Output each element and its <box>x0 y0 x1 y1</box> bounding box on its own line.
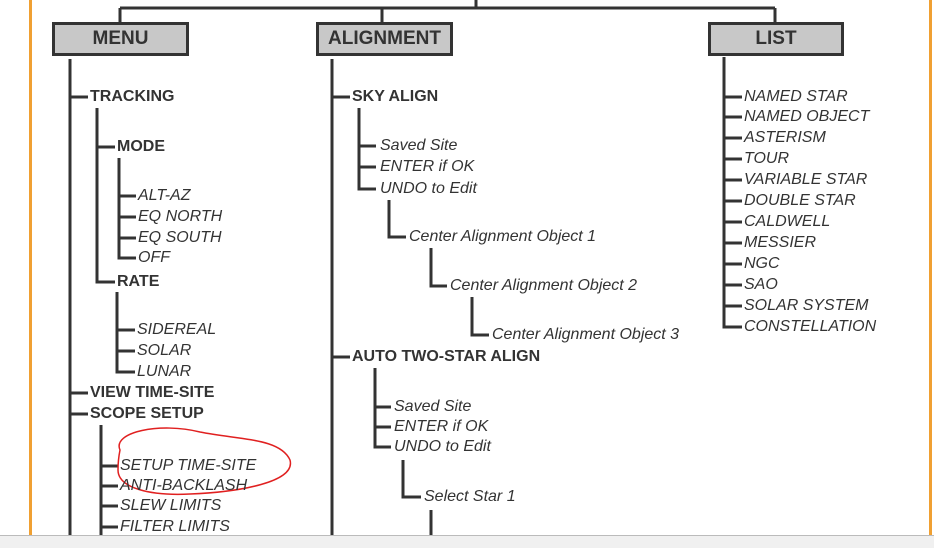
scope-setup-option: FILTER LIMITS <box>120 518 230 535</box>
list-item: CONSTELLATION <box>744 318 877 335</box>
list-item: ASTERISM <box>744 129 826 146</box>
scope-setup-option: SETUP TIME-SITE <box>120 457 257 474</box>
list-item: MESSIER <box>744 234 817 251</box>
menu-header-label: MENU <box>92 28 149 49</box>
mode-option: EQ SOUTH <box>138 229 222 246</box>
rate-option: SIDEREAL <box>137 321 217 338</box>
sky-align-step: Saved Site <box>380 137 458 154</box>
list-item: SOLAR SYSTEM <box>744 297 869 314</box>
frame-border-left <box>29 0 32 535</box>
list-item: NAMED OBJECT <box>744 108 870 125</box>
red-annotation-circle <box>117 427 291 496</box>
alignment-item-auto-two-star: AUTO TWO-STAR ALIGN <box>352 348 541 365</box>
list-header-box: LIST <box>708 22 844 56</box>
mode-option: ALT-AZ <box>138 187 191 204</box>
menu-item-view-time-site: VIEW TIME-SITE <box>90 384 215 401</box>
rate-option: LUNAR <box>137 363 192 380</box>
list-header-label: LIST <box>755 28 797 49</box>
rate-option: SOLAR <box>137 342 192 359</box>
auto-align-step: Saved Site <box>394 398 472 415</box>
alignment-header-box: ALIGNMENT <box>316 22 453 56</box>
sky-align-object: Center Alignment Object 2 <box>450 277 638 294</box>
sky-align-step: UNDO to Edit <box>380 180 477 197</box>
frame-border-right <box>929 0 932 535</box>
menu-item-scope-setup: SCOPE SETUP <box>90 405 204 422</box>
menu-item-mode: MODE <box>117 138 165 155</box>
sky-align-object: Center Alignment Object 3 <box>492 326 680 343</box>
mode-option: OFF <box>138 249 170 266</box>
list-item: NAMED STAR <box>744 88 848 105</box>
scope-setup-option: ANTI-BACKLASH <box>120 477 248 494</box>
list-item: DOUBLE STAR <box>744 192 856 209</box>
auto-align-step: UNDO to Edit <box>394 438 491 455</box>
menu-item-rate: RATE <box>117 273 160 290</box>
list-item: VARIABLE STAR <box>744 171 868 188</box>
scope-setup-option: SLEW LIMITS <box>120 497 222 514</box>
menu-header-box: MENU <box>52 22 189 56</box>
list-item: TOUR <box>744 150 790 167</box>
sky-align-step: ENTER if OK <box>380 158 475 175</box>
alignment-item-sky-align: SKY ALIGN <box>352 88 439 105</box>
auto-align-select-star: Select Star 1 <box>424 488 516 505</box>
bottom-scroll-strip <box>0 535 934 548</box>
menu-item-tracking: TRACKING <box>90 88 175 105</box>
alignment-header-label: ALIGNMENT <box>328 28 441 49</box>
list-item: CALDWELL <box>744 213 831 230</box>
list-item: NGC <box>744 255 780 272</box>
sky-align-object: Center Alignment Object 1 <box>409 228 597 245</box>
list-item: SAO <box>744 276 778 293</box>
mode-option: EQ NORTH <box>138 208 223 225</box>
auto-align-step: ENTER if OK <box>394 418 489 435</box>
